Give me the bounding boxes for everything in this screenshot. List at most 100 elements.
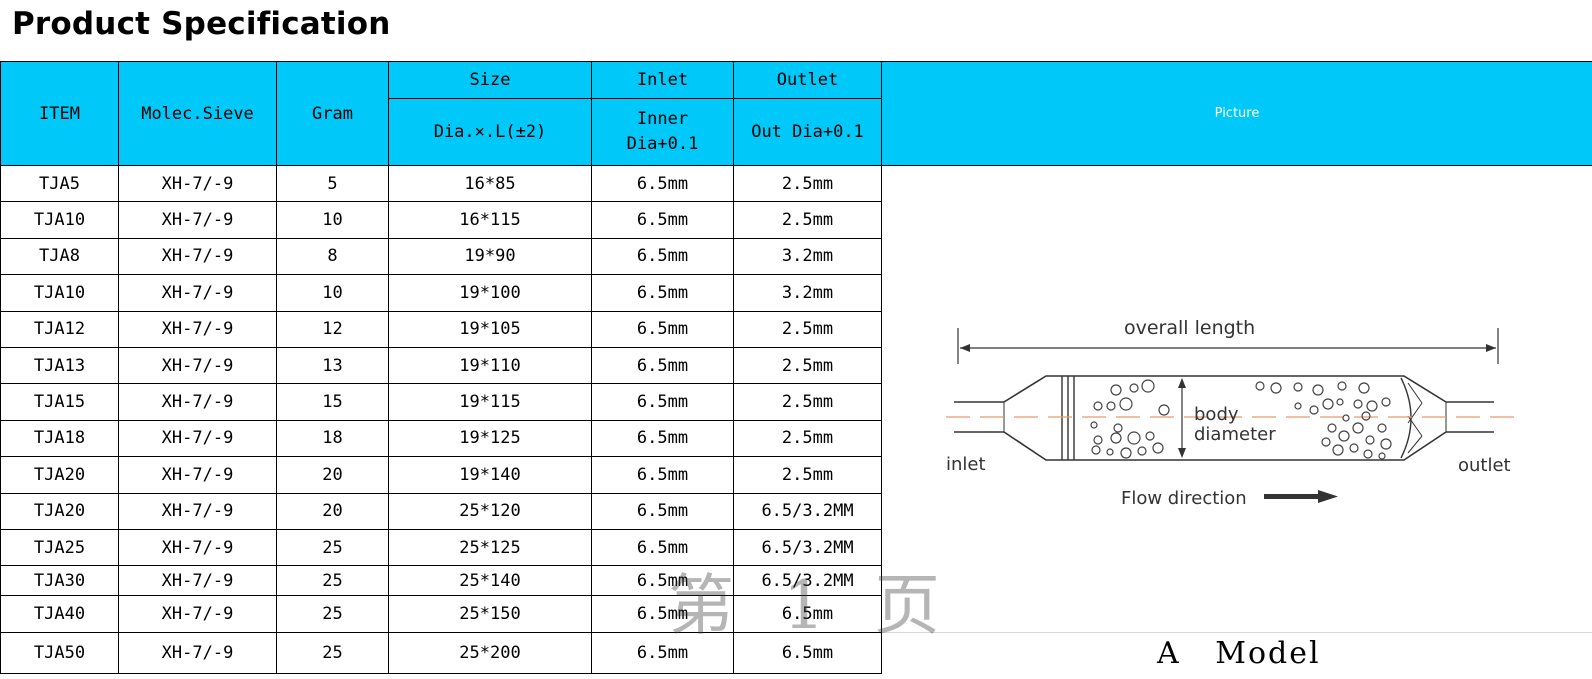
- header-inlet-sub: Inner Dia+0.1: [591, 98, 734, 166]
- cell-item: TJA20: [0, 456, 119, 494]
- cell-outlet: 6.5/3.2MM: [733, 492, 882, 530]
- filter-drier-diagram: overall length body diameter inlet outle…: [946, 317, 1516, 508]
- cell-inlet: 6.5mm: [591, 201, 734, 239]
- cell-item: TJA13: [0, 346, 119, 385]
- cell-size: 19*100: [388, 274, 592, 312]
- cell-size: 19*110: [388, 346, 592, 385]
- cell-size: 19*115: [388, 383, 592, 421]
- cell-gram: 25: [276, 528, 389, 567]
- cell-inlet: 6.5mm: [591, 164, 734, 203]
- cell-inlet: 6.5mm: [591, 237, 734, 276]
- cell-sieve: XH-7/-9: [118, 201, 277, 239]
- cell-gram: 20: [276, 456, 389, 494]
- cell-gram: 10: [276, 274, 389, 312]
- cell-size: 19*105: [388, 310, 592, 348]
- model-divider: [882, 632, 1592, 633]
- cell-outlet: 3.2mm: [733, 274, 882, 312]
- cell-sieve: XH-7/-9: [118, 528, 277, 567]
- cell-inlet: 6.5mm: [591, 631, 734, 674]
- cell-item: TJA40: [0, 595, 119, 633]
- cell-item: TJA10: [0, 274, 119, 312]
- model-label: A Model: [1157, 636, 1321, 671]
- cell-sieve: XH-7/-9: [118, 237, 277, 276]
- diameter-label: diameter: [1194, 424, 1276, 445]
- cell-size: 25*140: [388, 565, 592, 597]
- cell-gram: 25: [276, 595, 389, 633]
- cell-inlet: 6.5mm: [591, 346, 734, 385]
- specification-table: ITEM Molec.Sieve Gram Size Inlet Outlet …: [0, 61, 1592, 674]
- cell-item: TJA18: [0, 419, 119, 458]
- cell-gram: 25: [276, 565, 389, 597]
- cell-item: TJA15: [0, 383, 119, 421]
- cell-outlet: 2.5mm: [733, 346, 882, 385]
- cell-outlet: 2.5mm: [733, 164, 882, 203]
- cell-sieve: XH-7/-9: [118, 383, 277, 421]
- cell-item: TJA12: [0, 310, 119, 348]
- cell-size: 25*150: [388, 595, 592, 633]
- header-item: ITEM: [0, 61, 119, 166]
- cell-gram: 25: [276, 631, 389, 674]
- body-label: body: [1194, 404, 1239, 425]
- cell-size: 25*125: [388, 528, 592, 567]
- cell-gram: 18: [276, 419, 389, 458]
- cell-item: TJA8: [0, 237, 119, 276]
- cell-outlet: 2.5mm: [733, 456, 882, 494]
- flow-arrow-icon: [1264, 490, 1338, 503]
- cell-gram: 12: [276, 310, 389, 348]
- cell-size: 25*200: [388, 631, 592, 674]
- cell-gram: 13: [276, 346, 389, 385]
- cell-sieve: XH-7/-9: [118, 274, 277, 312]
- cell-item: TJA20: [0, 492, 119, 530]
- cell-outlet: 2.5mm: [733, 383, 882, 421]
- page-watermark: 第 1 页: [668, 567, 954, 644]
- header-size-sub: Dia.×.L(±2): [388, 98, 592, 166]
- cell-sieve: XH-7/-9: [118, 492, 277, 530]
- cell-size: 16*85: [388, 164, 592, 203]
- header-outlet-sub: Out Dia+0.1: [733, 98, 882, 166]
- overall-length-label: overall length: [1124, 317, 1255, 339]
- picture-cell: [881, 165, 1592, 674]
- cell-size: 19*125: [388, 419, 592, 458]
- molecular-sieve-beads: [1090, 379, 1392, 460]
- header-picture: Picture: [881, 61, 1592, 166]
- cell-inlet: 6.5mm: [591, 310, 734, 348]
- inlet-label: inlet: [946, 454, 986, 475]
- header-outlet: Outlet: [733, 61, 882, 99]
- cell-item: TJA30: [0, 565, 119, 597]
- cell-sieve: XH-7/-9: [118, 456, 277, 494]
- cell-outlet: 6.5/3.2MM: [733, 565, 882, 597]
- cell-sieve: XH-7/-9: [118, 595, 277, 633]
- cell-sieve: XH-7/-9: [118, 631, 277, 674]
- cell-size: 25*120: [388, 492, 592, 530]
- cell-size: 16*115: [388, 201, 592, 239]
- cell-item: TJA25: [0, 528, 119, 567]
- cell-item: TJA10: [0, 201, 119, 239]
- cell-inlet: 6.5mm: [591, 456, 734, 494]
- flow-direction-label: Flow direction: [1121, 488, 1247, 508]
- header-inlet: Inlet: [591, 61, 734, 99]
- cell-sieve: XH-7/-9: [118, 419, 277, 458]
- cell-outlet: 2.5mm: [733, 201, 882, 239]
- cell-outlet: 6.5mm: [733, 595, 882, 633]
- page-title: Product Specification: [12, 6, 391, 42]
- cell-outlet: 2.5mm: [733, 310, 882, 348]
- header-gram: Gram: [276, 61, 389, 166]
- cell-gram: 5: [276, 164, 389, 203]
- cell-outlet: 6.5/3.2MM: [733, 528, 882, 567]
- cell-gram: 20: [276, 492, 389, 530]
- cell-size: 19*140: [388, 456, 592, 494]
- cell-inlet: 6.5mm: [591, 383, 734, 421]
- header-size: Size: [388, 61, 592, 99]
- cell-sieve: XH-7/-9: [118, 310, 277, 348]
